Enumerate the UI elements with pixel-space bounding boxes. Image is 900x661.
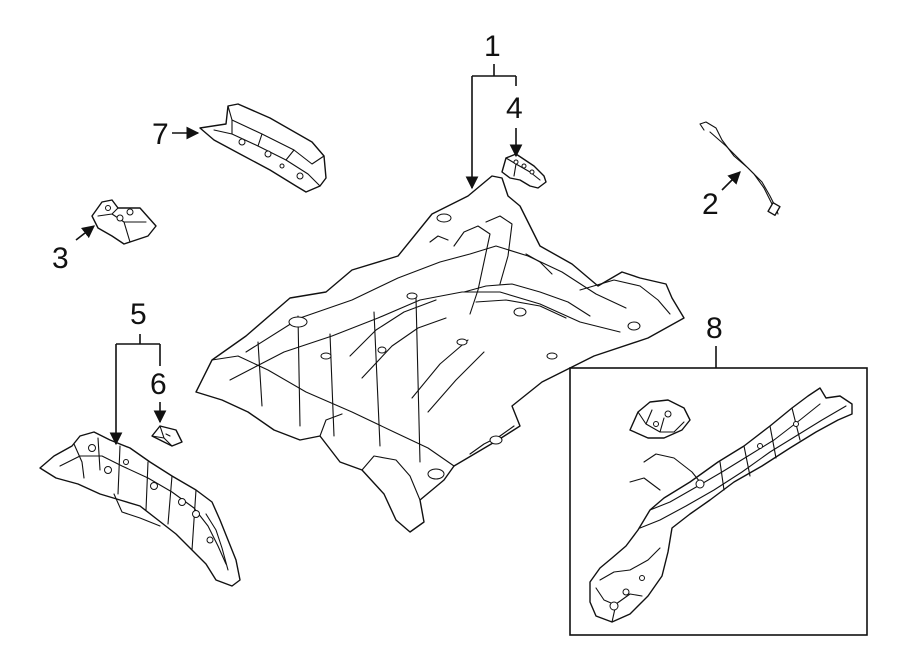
callout-5: 5: [116, 298, 161, 444]
callout-label: 4: [506, 92, 523, 125]
callout-4: 4: [506, 92, 523, 158]
floor-pan-part[interactable]: [195, 175, 685, 533]
callout-label: 8: [706, 312, 723, 345]
cross-member-part[interactable]: [199, 103, 327, 193]
callout-2: 2: [702, 171, 741, 221]
callout-1: 1: [472, 30, 517, 188]
callout-label: 6: [150, 368, 167, 401]
bracket-part[interactable]: [91, 199, 157, 245]
callout-label: 7: [152, 118, 169, 151]
callout-label: 3: [52, 242, 69, 275]
callout-label: 1: [484, 30, 501, 63]
bracket-part[interactable]: [501, 153, 547, 189]
side-rail-part[interactable]: [39, 431, 241, 587]
callout-3: 3: [52, 225, 96, 275]
callout-6: 6: [150, 368, 167, 424]
rear-rail-assembly-part[interactable]: [589, 387, 853, 623]
callout-7: 7: [152, 118, 200, 151]
callout-8: 8: [706, 312, 723, 368]
pad-part[interactable]: [151, 425, 183, 447]
callout-label: 5: [130, 298, 147, 331]
rod-part[interactable]: [699, 121, 781, 217]
assembly-8-box: [569, 367, 868, 636]
callout-label: 2: [702, 188, 719, 221]
